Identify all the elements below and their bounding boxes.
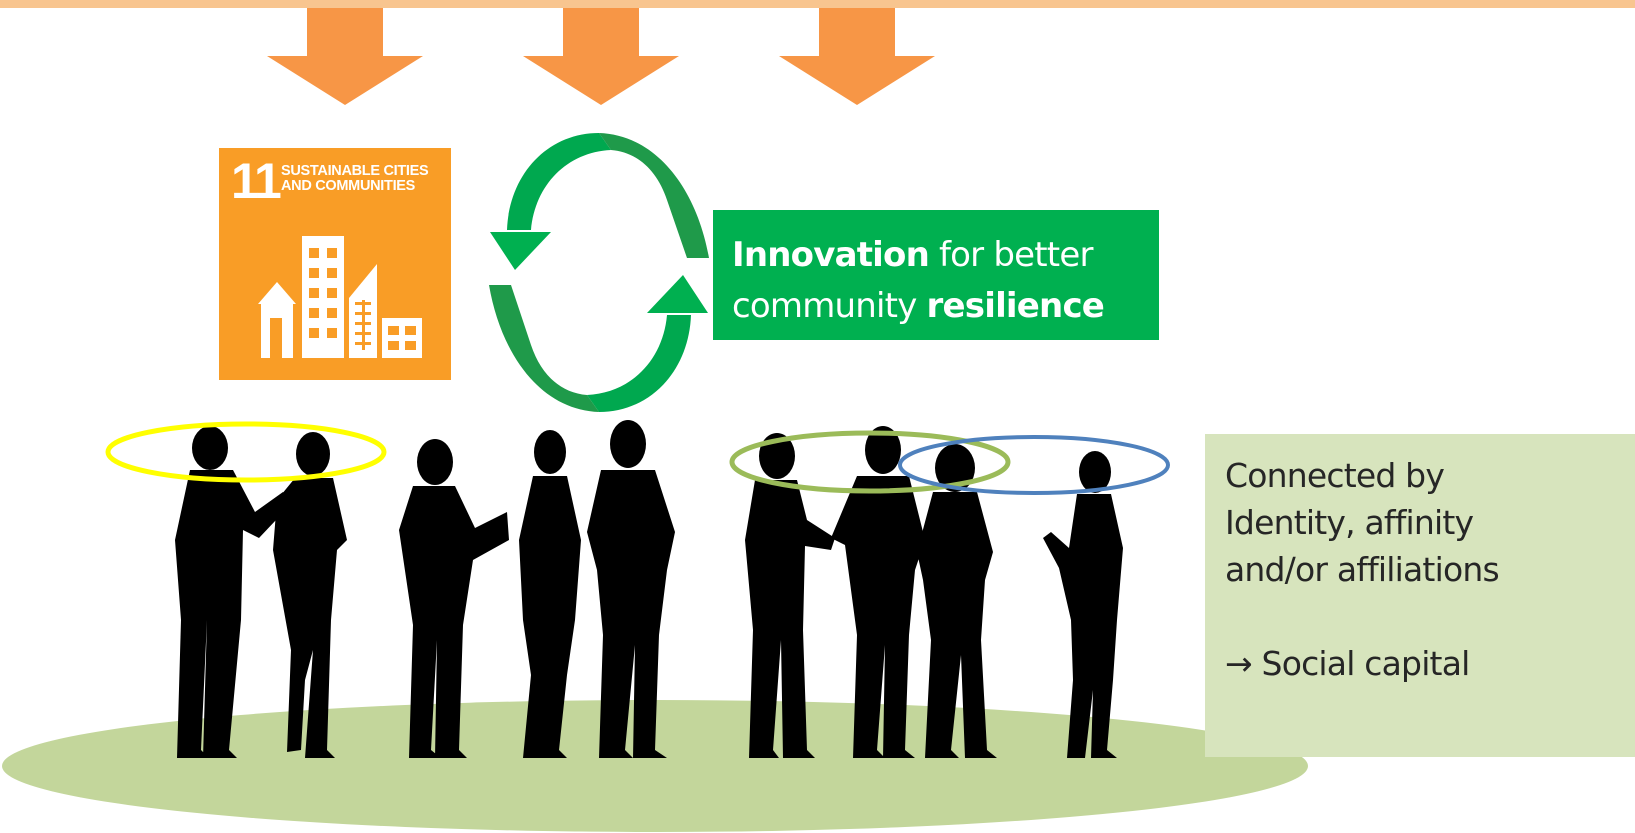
innovation-middle-text: for better xyxy=(929,235,1093,275)
connection-rings xyxy=(105,421,1170,495)
connection-ring xyxy=(105,421,387,483)
resilience-keyword: resilience xyxy=(926,286,1105,326)
people-silhouettes xyxy=(175,420,1123,758)
connected-line1: Connected by xyxy=(1225,456,1445,495)
down-arrow-icon xyxy=(267,8,423,105)
cycle-arrows-icon xyxy=(489,133,709,412)
innovation-line2: community resilience xyxy=(732,281,1159,332)
right-arrow-icon: → xyxy=(1225,644,1253,683)
innovation-line1: Innovation for better xyxy=(732,230,1159,281)
sdg-number: 11 xyxy=(231,153,282,209)
sdg-title: SUSTAINABLE CITIES AND COMMUNITIES xyxy=(281,164,451,194)
innovation-community-text: community xyxy=(732,286,927,326)
innovation-keyword: Innovation xyxy=(732,235,930,275)
city-buildings-icon xyxy=(258,236,422,358)
spacer xyxy=(1225,593,1635,640)
social-capital-text-box: Connected by Identity, affinity and/or a… xyxy=(1205,434,1635,757)
sdg-title-line1: SUSTAINABLE CITIES xyxy=(281,163,429,179)
sdg-11-badge: 11 SUSTAINABLE CITIES AND COMMUNITIES xyxy=(219,148,451,380)
social-capital-line: → Social capital xyxy=(1225,640,1635,687)
top-banner-edge xyxy=(0,0,1635,8)
sdg-title-line2: AND COMMUNITIES xyxy=(281,177,416,194)
social-capital-text: Social capital xyxy=(1251,644,1471,683)
connection-ring xyxy=(729,430,1011,494)
innovation-text-box: Innovation for better community resilien… xyxy=(713,210,1159,340)
down-arrow-icon xyxy=(523,8,679,105)
connection-ring xyxy=(898,435,1170,495)
connected-line3: and/or affiliations xyxy=(1225,550,1500,589)
connected-line2: Identity, affinity xyxy=(1225,503,1474,542)
down-arrow-icon xyxy=(779,8,935,105)
